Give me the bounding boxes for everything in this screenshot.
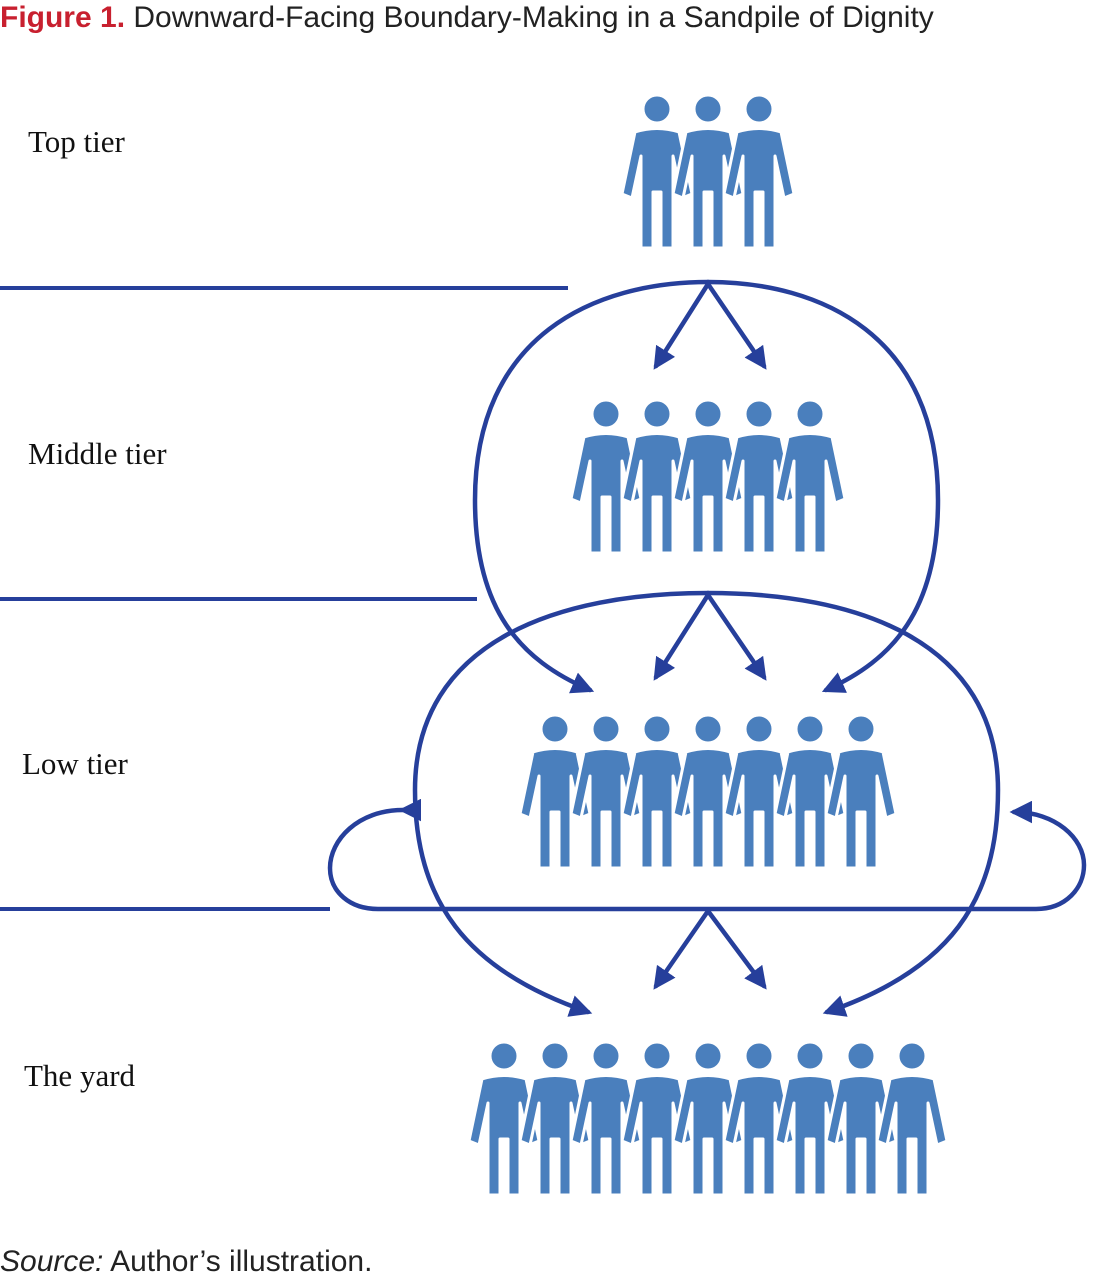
middle-tier-boundary-arc-right [705,279,941,693]
top-tier-people-group [620,93,796,250]
low-tier-people-group [518,713,898,870]
person-icon [824,713,898,870]
tier-label-yard: The yard [24,1058,136,1093]
middle-tier-people-group [569,398,847,555]
source-text: Author’s illustration. [110,1245,373,1278]
person-icon [875,1040,949,1197]
source-label: Source: [0,1245,104,1278]
yard-people-group [467,1040,949,1197]
tier-label-low: Low tier [22,746,128,781]
figure-caption: Figure 1. Downward-Facing Boundary-Makin… [0,0,1120,40]
person-icon [773,398,847,555]
arrow-middle-to-low-right [705,592,767,681]
figure-title: Downward-Facing Boundary-Making in a San… [133,1,934,34]
tier-label-top: Top tier [28,124,125,159]
source-note: Source: Author’s illustration. [0,1244,372,1280]
arrow-top-to-middle-left [653,281,711,370]
yard-boundary-loop [327,798,1087,912]
person-icon [722,93,796,250]
low-tier-boundary-arc-left [412,590,711,1017]
arrow-top-to-middle-right [705,281,767,370]
tier-label-middle: Middle tier [28,436,167,471]
arrow-middle-to-low-left [653,592,711,681]
low-tier-boundary-arc-right [705,590,1001,1017]
arrow-low-to-yard-right [705,908,767,990]
arrow-low-to-yard-left [653,908,711,990]
figure-number: Figure 1. [0,1,126,34]
middle-tier-boundary-arc-left [472,279,711,694]
